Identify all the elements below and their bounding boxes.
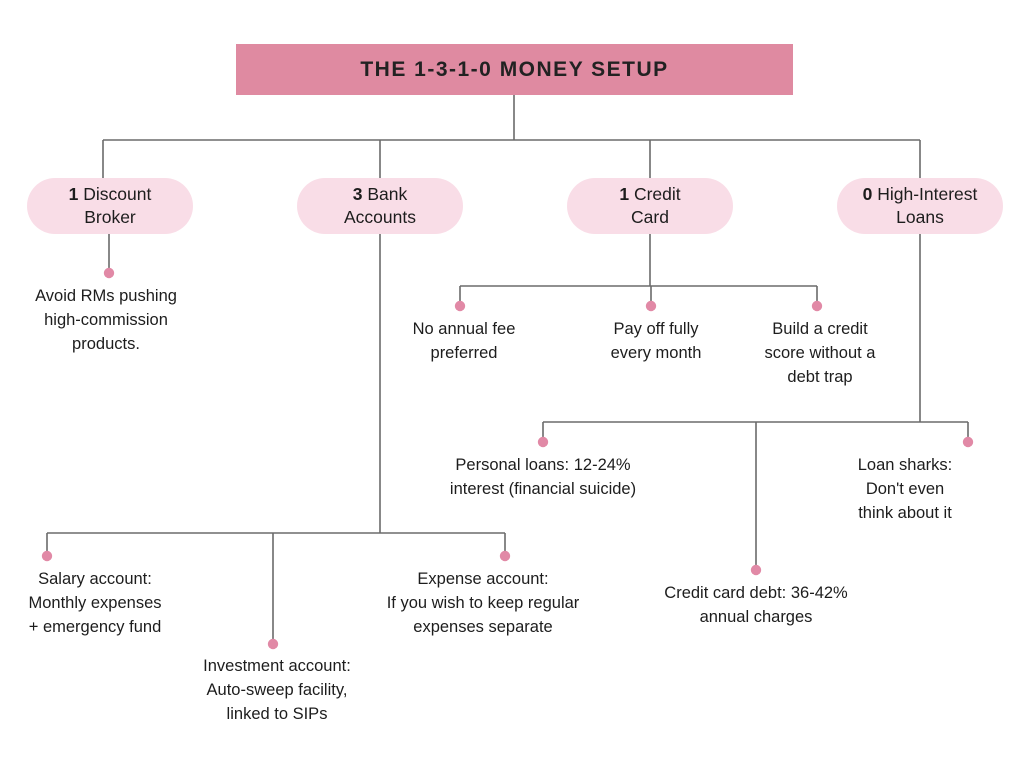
note-personal-loans: Personal loans: 12-24% interest (financi… — [449, 456, 637, 498]
note-no-annual-fee: No annual fee preferred — [412, 320, 516, 362]
note-investment-account: Investment account: Auto-sweep facility,… — [203, 657, 351, 723]
connector-line — [542, 234, 969, 565]
connector-dot — [103, 267, 115, 279]
node-bank-accounts: 3 Bank Accounts — [297, 178, 463, 234]
node-discount-broker: 1 Discount Broker — [27, 178, 193, 234]
node-high-interest-loans: 0 High-Interest Loans — [837, 178, 1003, 234]
connector-dot — [499, 550, 511, 562]
page-title: THE 1-3-1-0 MONEY SETUP — [360, 57, 669, 81]
connector-dot — [750, 564, 762, 576]
note-avoid-rms: Avoid RMs pushing high-commission produc… — [35, 287, 177, 353]
connector-line — [46, 234, 506, 639]
connector-dot — [962, 436, 974, 448]
note-salary-account: Salary account: Monthly expenses + emerg… — [28, 570, 162, 636]
node-label: 3 Bank Accounts — [344, 184, 416, 227]
connector-dot — [41, 550, 53, 562]
connector-dot — [267, 638, 279, 650]
connector-dot — [537, 436, 549, 448]
note-pay-off-fully: Pay off fully every month — [610, 320, 702, 362]
note-credit-card-debt: Credit card debt: 36-42% annual charges — [664, 584, 848, 626]
node-label: 1 Credit Card — [619, 184, 681, 227]
note-loan-sharks: Loan sharks: Don't even think about it — [857, 456, 953, 522]
diagram-title-banner: THE 1-3-1-0 MONEY SETUP — [236, 44, 793, 95]
note-build-credit-score: Build a credit score without a debt trap — [764, 320, 876, 386]
node-credit-card: 1 Credit Card — [567, 178, 733, 234]
connector-line — [459, 234, 818, 301]
connector-dot — [811, 300, 823, 312]
node-label: 0 High-Interest Loans — [862, 184, 978, 227]
node-label: 1 Discount Broker — [68, 184, 152, 227]
connector-dot — [645, 300, 657, 312]
connector-line — [102, 95, 921, 178]
note-expense-account: Expense account: If you wish to keep reg… — [386, 570, 580, 636]
connector-dot — [454, 300, 466, 312]
